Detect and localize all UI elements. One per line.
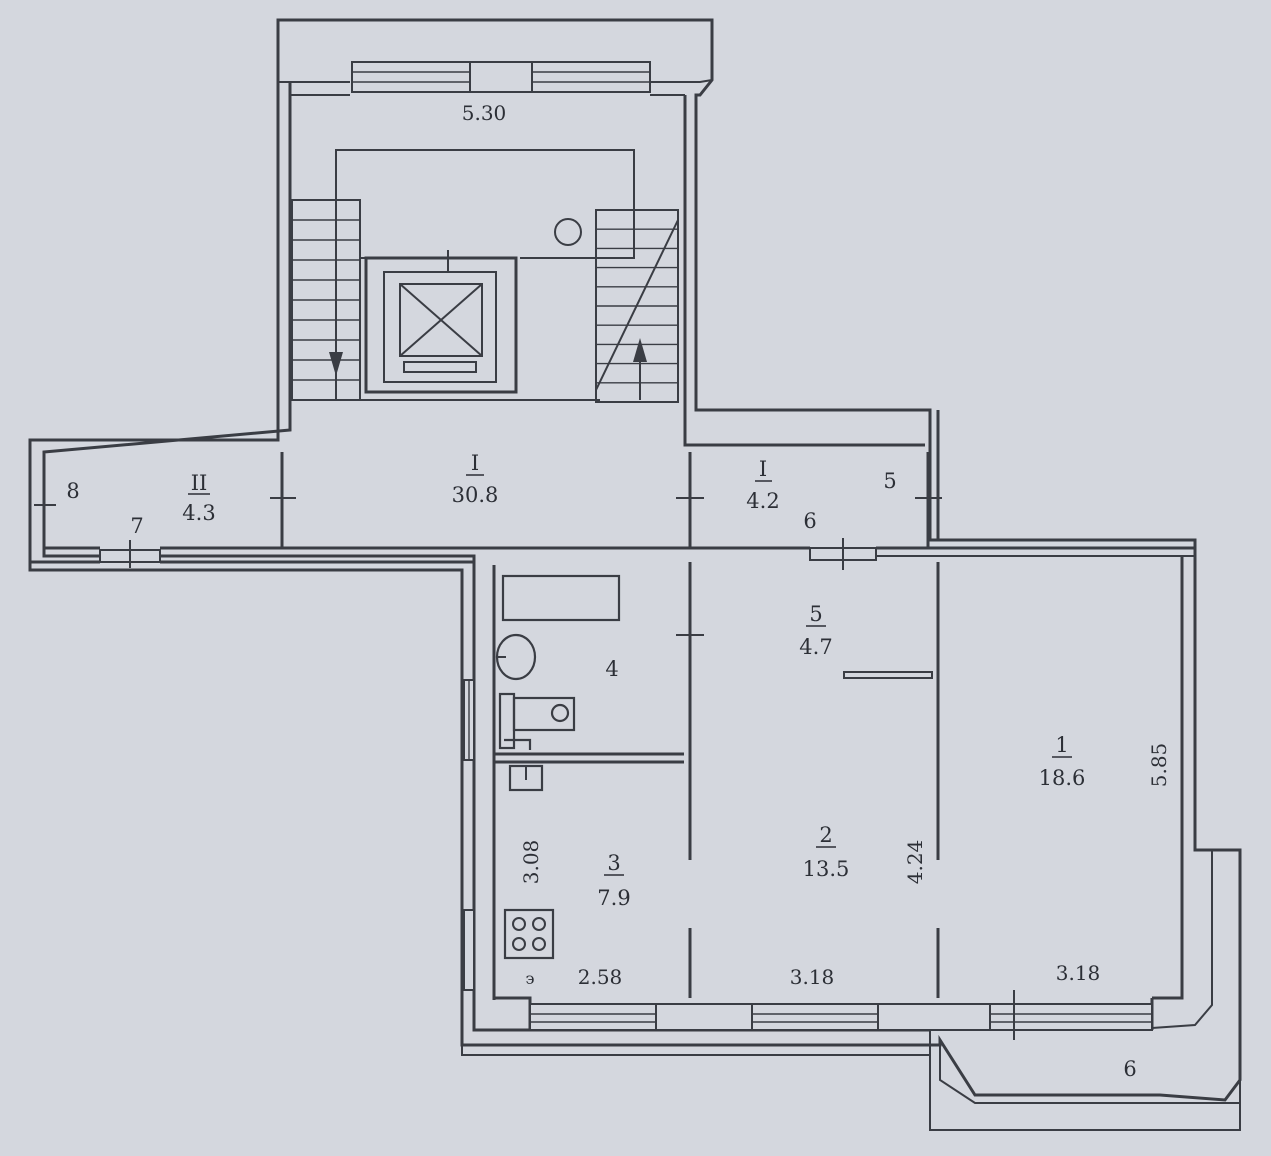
door-label-8: 8 [66,479,79,503]
dimension-kitchen-width: 2.58 [578,965,623,989]
room-area: 30.8 [452,483,499,507]
door-label-6: 6 [803,509,816,533]
room-area: 7.9 [597,886,630,910]
room-label-hall: 5 4.7 [799,602,832,659]
room-area: 4.3 [182,501,215,525]
room-area: 18.6 [1039,766,1086,790]
door-label-5: 5 [883,469,896,493]
room-area: 4.7 [799,635,832,659]
room-number: I [759,457,767,481]
kitchen-sink-icon [508,764,544,792]
room-label-kitchen: 3 7.9 [597,851,630,910]
dimension-stair-width: 5.30 [462,101,507,125]
bottom-windows [494,990,1154,1040]
elevator-cross-icon [364,250,518,394]
arrow-down-icon [329,200,343,376]
room-label-room-2: 2 13.5 [803,823,850,881]
dimension-kitchen-depth: 3.08 [519,840,543,885]
room-area: 13.5 [803,857,850,881]
bathroom-label: 4 [605,657,618,681]
chute-icon [554,218,582,246]
sink-icon [495,633,537,681]
room-number: I [471,451,479,475]
dimension-room2-width: 3.18 [790,965,835,989]
stove-mark: э [526,969,535,988]
room-number: 1 [1055,733,1068,757]
room-label-living-room: 1 18.6 [1039,733,1086,790]
outer-walls [28,18,1242,1131]
room-label-corridor-left: II 4.3 [182,471,215,525]
room-number: II [191,471,208,495]
room-area: 4.2 [746,489,779,513]
room-number: 5 [809,602,822,626]
bathtub-icon [501,574,621,622]
arrow-up-icon [633,338,647,400]
dimension-room2-depth: 4.24 [903,840,927,885]
balcony-label: 6 [1123,1057,1136,1081]
room-label-stairwell: I 30.8 [452,451,499,507]
stairs-left [291,199,361,401]
stairs-right [595,209,679,403]
room-number: 2 [819,823,832,847]
top-window [351,61,651,93]
room-label-vestibule: I 4.2 [746,457,779,513]
door-label-7: 7 [130,514,143,538]
dimension-room1-width: 3.18 [1056,961,1101,985]
toilet-icon [498,692,576,750]
room-number: 3 [607,851,620,875]
partitions [30,452,1195,1000]
stove-icon [503,908,555,960]
dimension-room1-depth: 5.85 [1147,743,1171,788]
